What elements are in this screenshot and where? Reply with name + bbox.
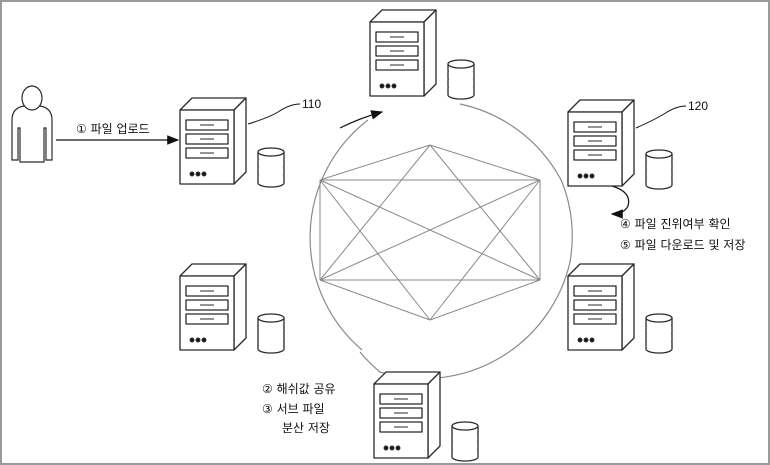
ring-arc-left [309, 119, 369, 351]
server-graphic [567, 263, 673, 354]
label-step-upload: ① 파일 업로드 [76, 122, 150, 136]
server-graphic [179, 263, 285, 354]
label-step-distribute-1: ③ 서브 파일 [262, 402, 325, 416]
ring-arrow-top [339, 110, 384, 129]
server-node-lower-left [178, 262, 288, 354]
ref-leader-first [247, 103, 301, 125]
server-graphic [373, 371, 479, 462]
server-node-upper-right [566, 98, 676, 190]
server-node-top [368, 8, 478, 100]
ref-leader-second [635, 105, 687, 129]
label-step-distribute-2: 분산 저장 [282, 421, 330, 435]
ref-number-first: 110 [302, 97, 322, 111]
peer-mesh [319, 144, 541, 321]
server-node-lower-right [566, 262, 676, 354]
server-graphic [369, 9, 475, 100]
server-graphic [567, 99, 673, 190]
user-icon [11, 85, 53, 163]
server-graphic [179, 97, 285, 188]
server-node-upper-left [178, 96, 288, 188]
verify-arrow [610, 185, 630, 219]
server-node-bottom [372, 370, 482, 462]
label-step-download: ⑤ 파일 다운로드 및 저장 [620, 238, 746, 252]
label-step-hash-share: ② 해쉬값 공유 [262, 382, 336, 396]
label-step-verify: ④ 파일 진위여부 확인 [620, 217, 731, 231]
ref-number-second: 120 [688, 99, 709, 113]
